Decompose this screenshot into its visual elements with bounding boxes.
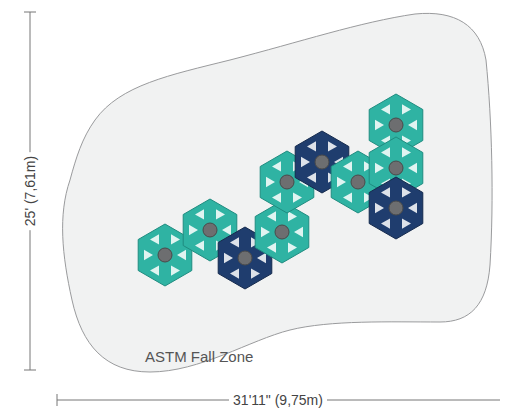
zone-label: ASTM Fall Zone [145,348,253,365]
module-cutout [381,147,390,157]
module-cutout [171,265,180,275]
module-cutout [343,192,352,202]
module-cutout [144,250,153,260]
module-cutout [402,187,411,197]
module-cutout [267,211,276,221]
module-cutout [257,253,266,263]
module-cutout [402,104,411,114]
module-cutout [195,209,204,219]
module-cutout [408,203,417,213]
module-cutout [293,192,302,202]
module-cutout [272,161,281,171]
module-cutout [381,187,390,197]
module-cutout [381,218,390,228]
module-hub [275,225,289,239]
module-hub [351,175,365,189]
dimension-tick [57,394,58,406]
module-cutout [408,163,417,173]
module-cutout [343,161,352,171]
module-cutout [222,225,231,235]
dimension-label: 31'11" (9,75m) [229,392,327,408]
module-cutout [307,172,316,182]
dimension-tick [24,12,36,13]
module-cutout [261,227,270,237]
module-cutout [150,265,159,275]
module-cutout [216,209,225,219]
module-hub [158,248,172,262]
module-hub [203,223,217,237]
module-cutout [150,234,159,244]
module-cutout [267,242,276,252]
module-cutout [272,192,281,202]
module-hub [389,161,403,175]
module-cutout [402,218,411,228]
fall-zone-border [63,13,492,372]
dimension-label: 25' (7,61m) [22,152,38,230]
module-cutout [251,268,260,278]
fall-zone-outline [55,5,500,380]
module-hub [389,201,403,215]
module-cutout [307,141,316,151]
module-cutout [328,141,337,151]
module-cutout [381,104,390,114]
module-cutout [177,250,186,260]
module-cutout [375,120,384,130]
module-cutout [288,211,297,221]
module-cutout [195,240,204,250]
module-cutout [171,234,180,244]
module-cutout [301,157,310,167]
module-hub [389,118,403,132]
dimension-tick [24,370,36,371]
module-cutout [337,177,346,187]
hex-module [369,177,423,239]
module-cutout [294,227,303,237]
module-cutout [266,177,275,187]
module-cutout [230,237,239,247]
module-hub [238,251,252,265]
play-modules [138,94,423,289]
module-cutout [375,203,384,213]
module-cutout [402,147,411,157]
module-cutout [230,268,239,278]
module-hub [315,155,329,169]
fall-zone-region: ASTM Fall Zone [55,5,500,380]
module-cutout [189,225,198,235]
module-cutout [224,253,233,263]
fall-zone-fill [63,13,492,372]
module-cutout [408,120,417,130]
module-cutout [375,163,384,173]
module-cutout [288,242,297,252]
module-hub [280,175,294,189]
